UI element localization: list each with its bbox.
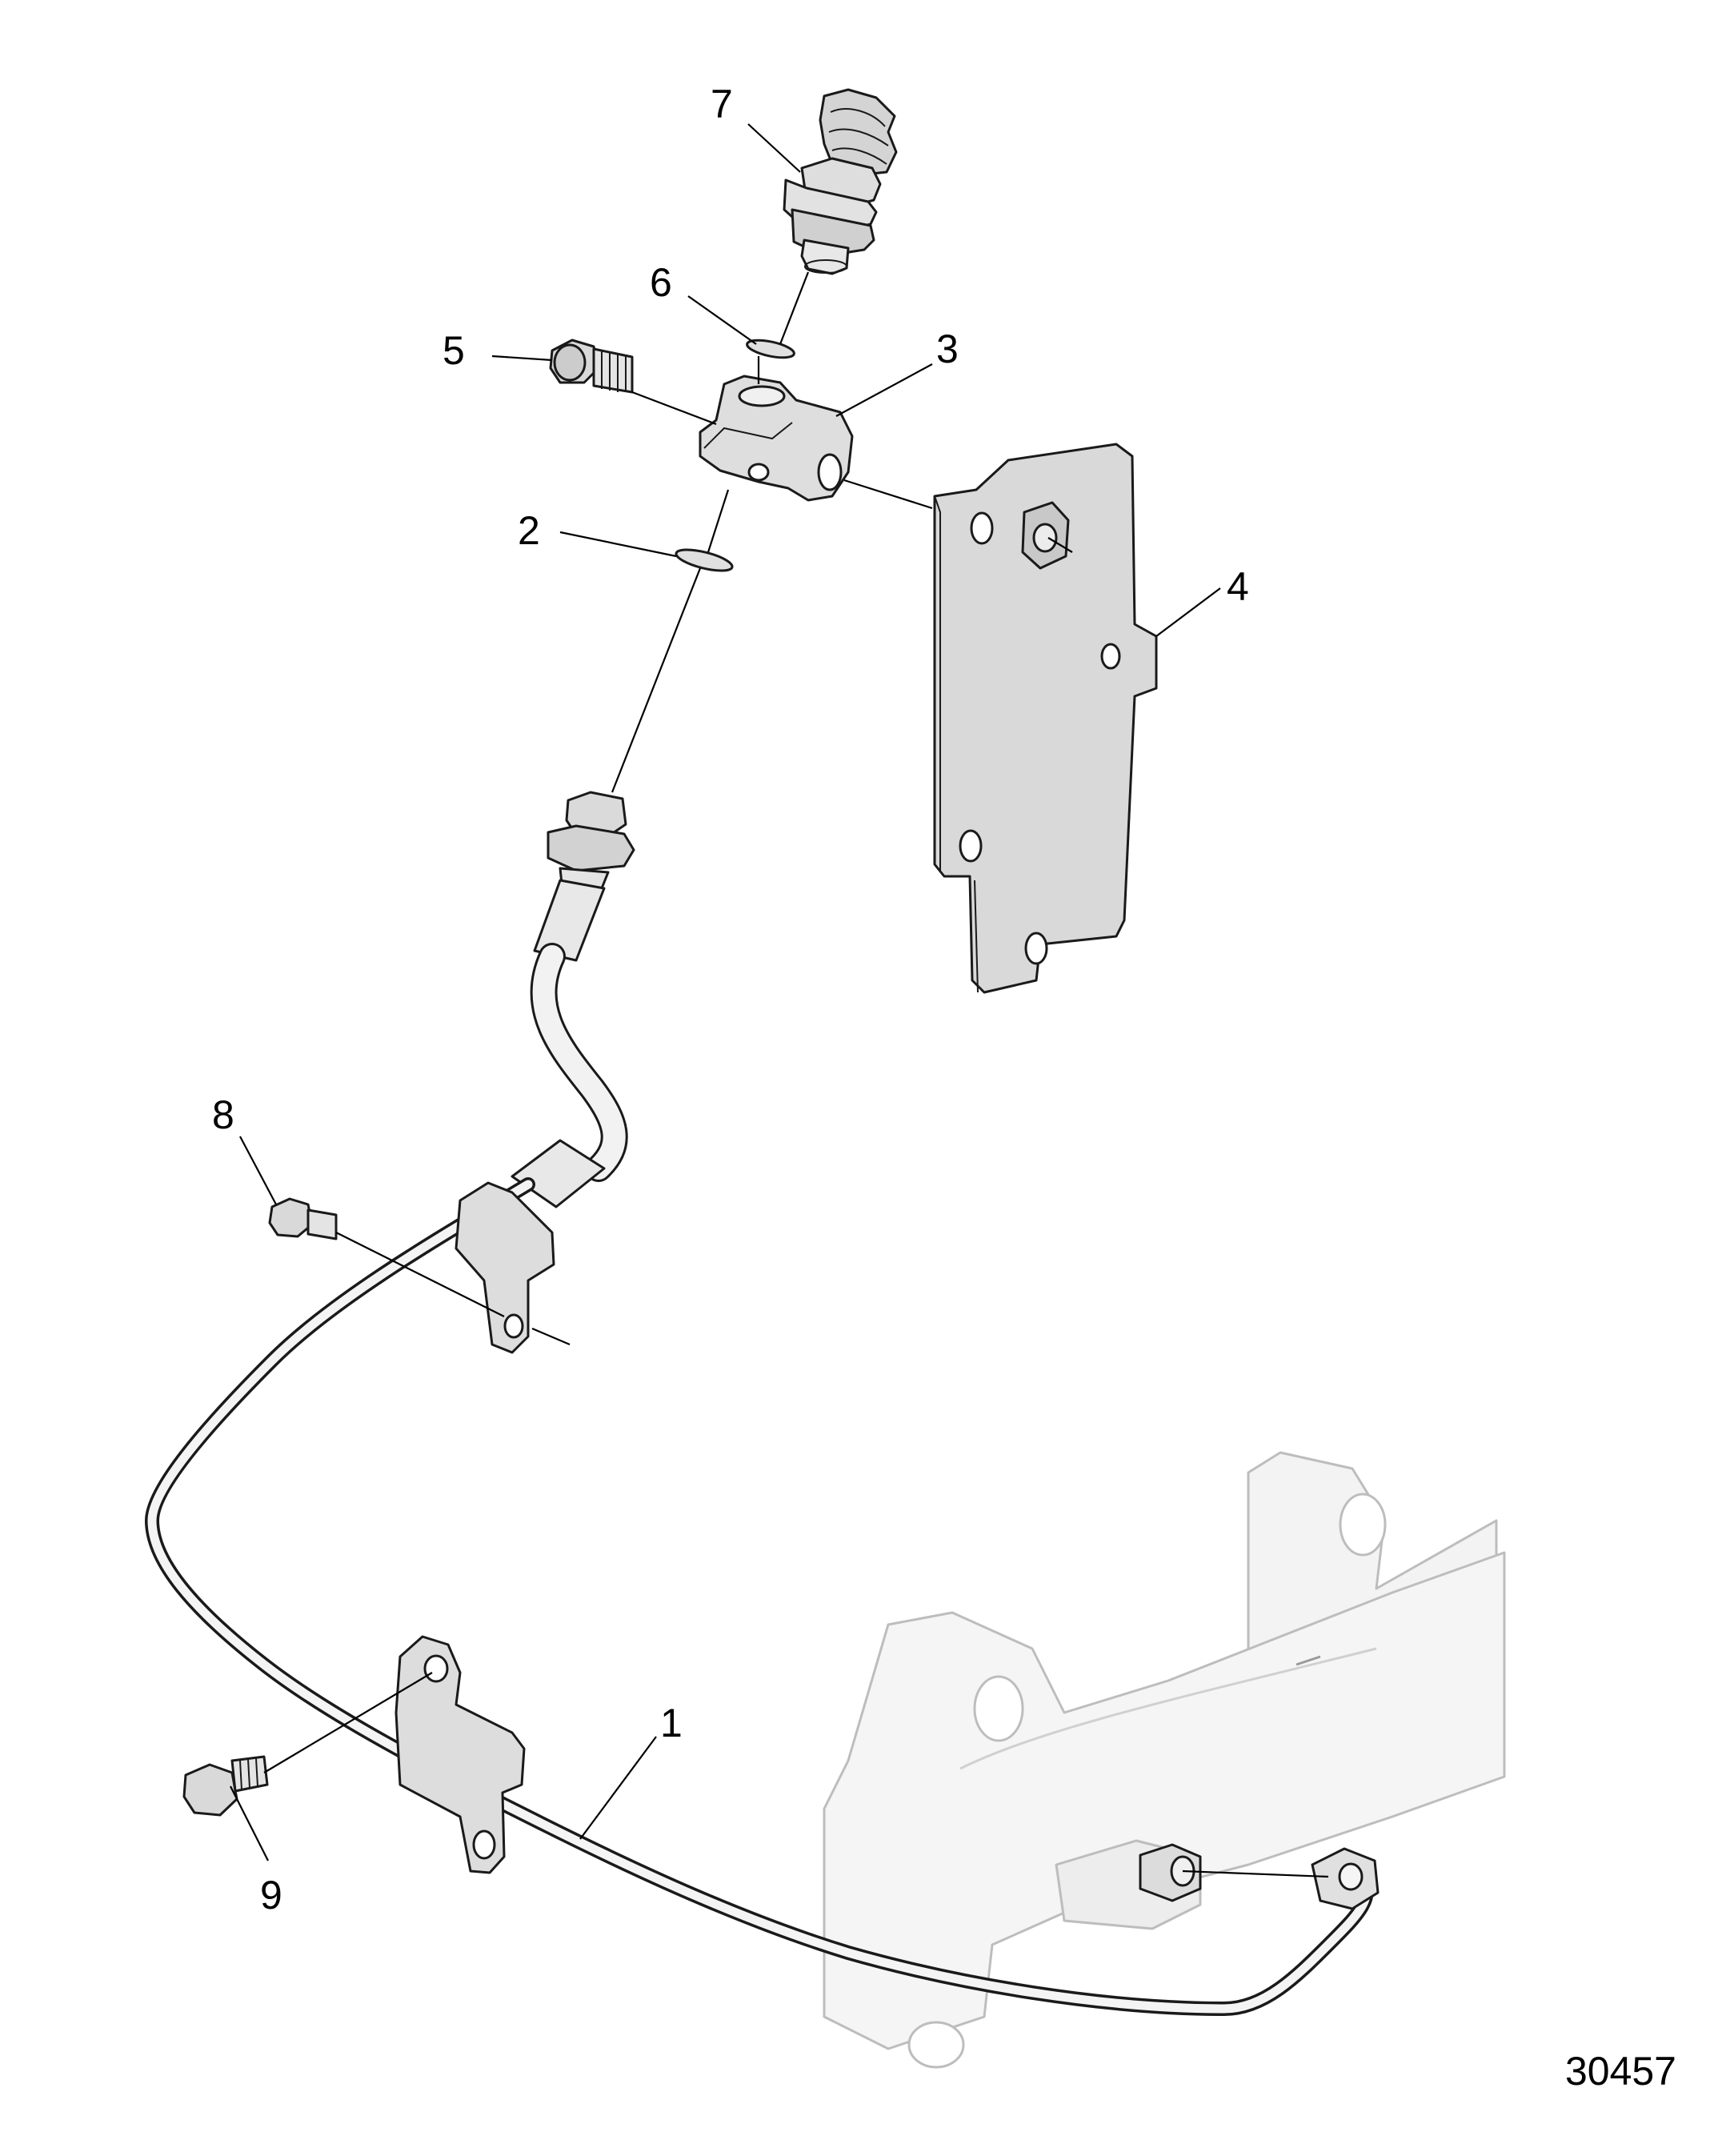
mounting-plate bbox=[933, 443, 1158, 994]
illustration-reference-number: 30457 bbox=[1565, 2049, 1676, 2094]
callout-2: 2 bbox=[518, 508, 540, 553]
oil-pipe bbox=[145, 791, 1380, 2016]
callout-9: 9 bbox=[260, 1873, 282, 1918]
callout-5: 5 bbox=[443, 328, 465, 373]
o-ring-lower bbox=[675, 548, 734, 572]
assembly-lines bbox=[263, 271, 1329, 1878]
callout-4: 4 bbox=[1227, 564, 1249, 609]
o-ring-upper bbox=[746, 339, 795, 359]
callout-labels: 7 6 3 5 2 4 8 1 9 bbox=[212, 82, 1249, 1918]
callout-1: 1 bbox=[660, 1701, 683, 1745]
banjo-fitting bbox=[699, 375, 854, 502]
lower-pipe-bracket bbox=[394, 1635, 526, 1874]
lower-bracket-bolt bbox=[182, 1755, 269, 1817]
callout-3: 3 bbox=[936, 327, 959, 371]
callout-6: 6 bbox=[650, 260, 672, 305]
upper-pipe-bracket bbox=[455, 1181, 555, 1354]
pressure-sensor bbox=[783, 88, 898, 275]
exhaust-manifold bbox=[823, 1451, 1506, 2069]
banjo-bolt bbox=[549, 339, 634, 394]
callout-leaders bbox=[230, 123, 1221, 1861]
callout-8: 8 bbox=[212, 1092, 234, 1137]
callout-7: 7 bbox=[711, 82, 733, 126]
upper-bracket-bolt bbox=[268, 1197, 338, 1240]
